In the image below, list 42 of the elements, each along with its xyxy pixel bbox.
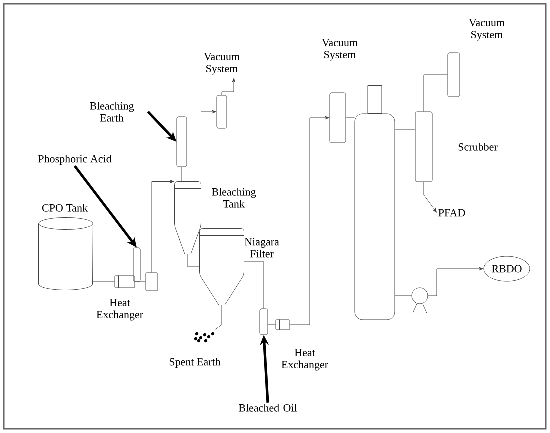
vessel <box>415 112 433 182</box>
vessel <box>216 95 228 129</box>
equipment-box <box>146 272 158 292</box>
input-label: Phosphoric Acid <box>38 155 112 165</box>
product-label: PFAD <box>438 209 466 217</box>
equipment-box <box>114 276 136 288</box>
vessel <box>448 52 460 98</box>
equipment-label: Heat Exchanger <box>96 299 144 321</box>
equipment-label: Vacuum System <box>322 39 358 61</box>
equipment-box <box>276 320 290 330</box>
equipment-label: Spent Earth <box>170 358 221 368</box>
arrow <box>201 110 216 182</box>
input-label: Bleaching Earth <box>90 102 134 122</box>
pipe-line <box>215 305 222 330</box>
arrow <box>424 182 437 213</box>
equipment-label: Vacuum System <box>204 53 240 75</box>
vessel <box>330 92 346 144</box>
equipment-label: Bleaching Tank <box>212 188 256 208</box>
input-label: Bleached Oil <box>239 404 298 412</box>
product-label: RBDO <box>484 256 530 282</box>
tank-drawing <box>200 228 244 306</box>
column-drawing <box>354 86 396 320</box>
arrow <box>222 78 236 96</box>
arrow <box>152 180 174 273</box>
vessel <box>38 218 94 290</box>
equipment-label: Vacuum System <box>469 19 505 41</box>
pipe-line <box>244 262 264 309</box>
vessel <box>176 116 188 168</box>
vessel <box>133 248 141 282</box>
pipe-line <box>188 254 200 268</box>
pipe-line <box>268 324 276 326</box>
pump-drawing <box>412 288 428 314</box>
vessel <box>260 308 268 336</box>
arrow <box>290 116 330 326</box>
equipment-label: CPO Tank <box>42 204 88 212</box>
equipment-label: Scrubber <box>458 143 498 151</box>
tank-drawing <box>174 182 202 254</box>
equipment-label: Niagara Filter <box>244 238 280 258</box>
spent-earth-dots <box>194 332 215 343</box>
equipment-label: Heat Exchanger <box>282 349 328 371</box>
arrow <box>428 267 484 296</box>
pipe-line <box>424 74 448 112</box>
